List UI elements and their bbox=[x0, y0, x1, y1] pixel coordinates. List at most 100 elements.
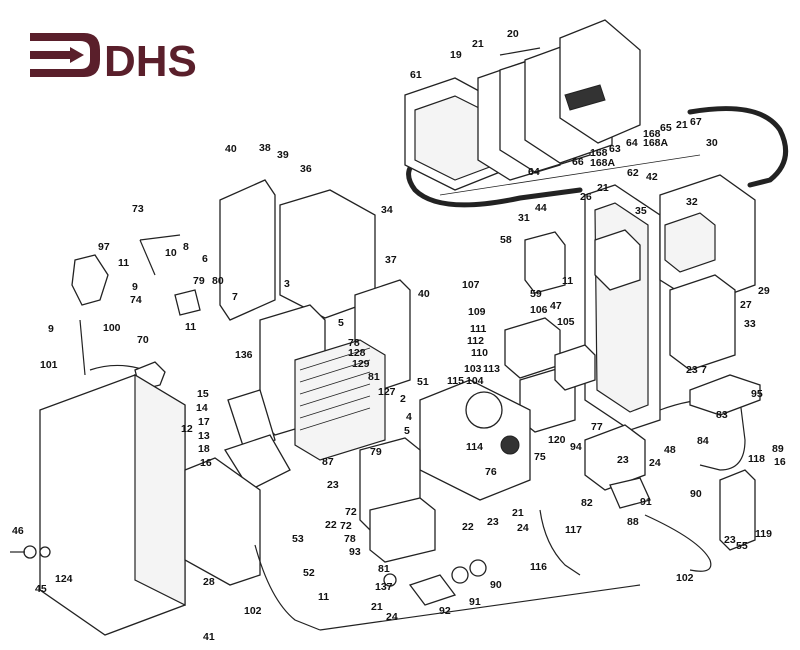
part-label-l36: 36 bbox=[300, 163, 312, 175]
plate-55 bbox=[719, 469, 756, 551]
part-label-l81a: 81 bbox=[378, 563, 390, 575]
center-controls bbox=[419, 317, 761, 576]
fins bbox=[299, 347, 371, 431]
nut-90 bbox=[469, 559, 487, 577]
part-label-l11c: 11 bbox=[118, 257, 129, 269]
left-assembly bbox=[10, 254, 641, 636]
part-label-l13: 13 bbox=[198, 430, 210, 442]
right-frame-assembly bbox=[524, 174, 756, 431]
part-label-l115: 115 bbox=[447, 375, 464, 387]
part-label-l72b: 72 bbox=[345, 506, 357, 518]
part-label-l55: 55 bbox=[736, 540, 748, 552]
part-label-l97: 97 bbox=[98, 241, 110, 253]
part-label-l22b: 22 bbox=[325, 519, 337, 531]
part-label-l70: 70 bbox=[137, 334, 149, 346]
part-label-l168a: 168A bbox=[643, 137, 669, 149]
part-label-l78a: 78 bbox=[344, 533, 356, 545]
part-label-l39: 39 bbox=[277, 149, 289, 161]
part-label-l21a: 21 bbox=[472, 38, 484, 50]
part-label-l64a: 64 bbox=[626, 137, 638, 149]
part-label-l40b: 40 bbox=[225, 143, 237, 155]
part-label-l58: 58 bbox=[500, 234, 512, 246]
part-label-l46: 46 bbox=[12, 525, 24, 537]
part-label-l81b: 81 bbox=[368, 371, 380, 383]
part-label-l127: 127 bbox=[378, 386, 396, 398]
part-label-l82: 82 bbox=[581, 497, 593, 509]
part-label-l33: 33 bbox=[744, 318, 756, 330]
casing-side bbox=[134, 373, 186, 606]
part-label-l2: 2 bbox=[400, 393, 406, 405]
part-label-l100: 100 bbox=[103, 322, 121, 334]
part-label-l168b: 168 bbox=[590, 147, 608, 159]
part-label-l51: 51 bbox=[417, 376, 429, 388]
part-label-l90b: 90 bbox=[490, 579, 502, 591]
part-label-l110: 110 bbox=[471, 347, 488, 359]
cover-window bbox=[664, 212, 716, 273]
part-label-l31: 31 bbox=[518, 212, 530, 224]
part-label-l23d: 23 bbox=[487, 516, 499, 528]
logo-arrow-mark bbox=[30, 33, 100, 77]
part-label-l137: 137 bbox=[375, 581, 393, 593]
burner-tube bbox=[227, 389, 276, 453]
part-label-l20: 20 bbox=[507, 28, 519, 40]
part-label-l40a: 40 bbox=[418, 288, 430, 300]
part-label-l3: 3 bbox=[284, 278, 290, 290]
part-label-l5b: 5 bbox=[338, 317, 344, 329]
part-label-l34: 34 bbox=[381, 204, 393, 216]
fitting-88 bbox=[609, 477, 651, 509]
part-label-l21e: 21 bbox=[371, 601, 383, 613]
top-leader bbox=[439, 154, 701, 196]
part-label-l106: 106 bbox=[530, 304, 548, 316]
part-label-l88: 88 bbox=[627, 516, 639, 528]
part-label-l102a: 102 bbox=[676, 572, 694, 584]
part-label-l37: 37 bbox=[385, 254, 397, 266]
part-label-l116: 116 bbox=[530, 561, 547, 573]
back-plate bbox=[669, 274, 736, 371]
part-label-l128: 128 bbox=[348, 347, 366, 359]
part-label-l22a: 22 bbox=[462, 521, 474, 533]
part-label-l112: 112 bbox=[467, 335, 484, 347]
part-label-l6: 6 bbox=[202, 253, 208, 265]
part-label-l105: 105 bbox=[557, 316, 575, 328]
part-label-l92: 92 bbox=[439, 605, 451, 617]
part-label-l12: 12 bbox=[181, 423, 193, 435]
part-label-l66: 66 bbox=[572, 156, 584, 168]
heat-cell-2 bbox=[294, 339, 386, 461]
part-label-l41: 41 bbox=[203, 631, 215, 643]
part-label-l114: 114 bbox=[466, 441, 483, 453]
part-label-l72: 72 bbox=[340, 520, 352, 532]
part-label-l23b: 23 bbox=[617, 454, 629, 466]
part-label-l168ab: 168A bbox=[590, 157, 616, 169]
part-label-l62: 62 bbox=[627, 167, 639, 179]
part-label-l35: 35 bbox=[635, 205, 647, 217]
part-label-l124: 124 bbox=[55, 573, 73, 585]
part-label-l44: 44 bbox=[535, 202, 547, 214]
part-label-l67: 67 bbox=[690, 116, 702, 128]
part-label-l76: 76 bbox=[485, 466, 497, 478]
part-label-l19: 19 bbox=[450, 49, 462, 61]
heat-cell-assembly bbox=[139, 179, 436, 563]
part-label-l63: 63 bbox=[609, 143, 621, 155]
valve-106 bbox=[504, 317, 561, 379]
part-label-l78b: 78 bbox=[348, 337, 360, 349]
washer-124 bbox=[23, 545, 37, 559]
nut-137 bbox=[383, 573, 397, 587]
part-label-l9a: 9 bbox=[48, 323, 54, 335]
fan-blade bbox=[564, 84, 606, 111]
part-label-l73: 73 bbox=[132, 203, 144, 215]
part-label-l24b: 24 bbox=[517, 522, 529, 534]
part-label-l83: 83 bbox=[716, 409, 728, 421]
part-label-l16a: 16 bbox=[774, 456, 786, 468]
part-label-l27: 27 bbox=[740, 299, 752, 311]
part-label-l15: 15 bbox=[197, 388, 209, 400]
part-label-l5a: 5 bbox=[404, 425, 410, 437]
fan-housing-back bbox=[559, 19, 641, 144]
part-label-l95: 95 bbox=[751, 388, 763, 400]
plate-8 bbox=[174, 289, 201, 316]
frame-window bbox=[594, 229, 641, 291]
part-label-l16b: 16 bbox=[200, 457, 212, 469]
part-label-l52: 52 bbox=[303, 567, 315, 579]
part-label-l53: 53 bbox=[292, 533, 304, 545]
part-label-l4: 4 bbox=[406, 411, 412, 423]
part-label-l102b: 102 bbox=[244, 605, 262, 617]
